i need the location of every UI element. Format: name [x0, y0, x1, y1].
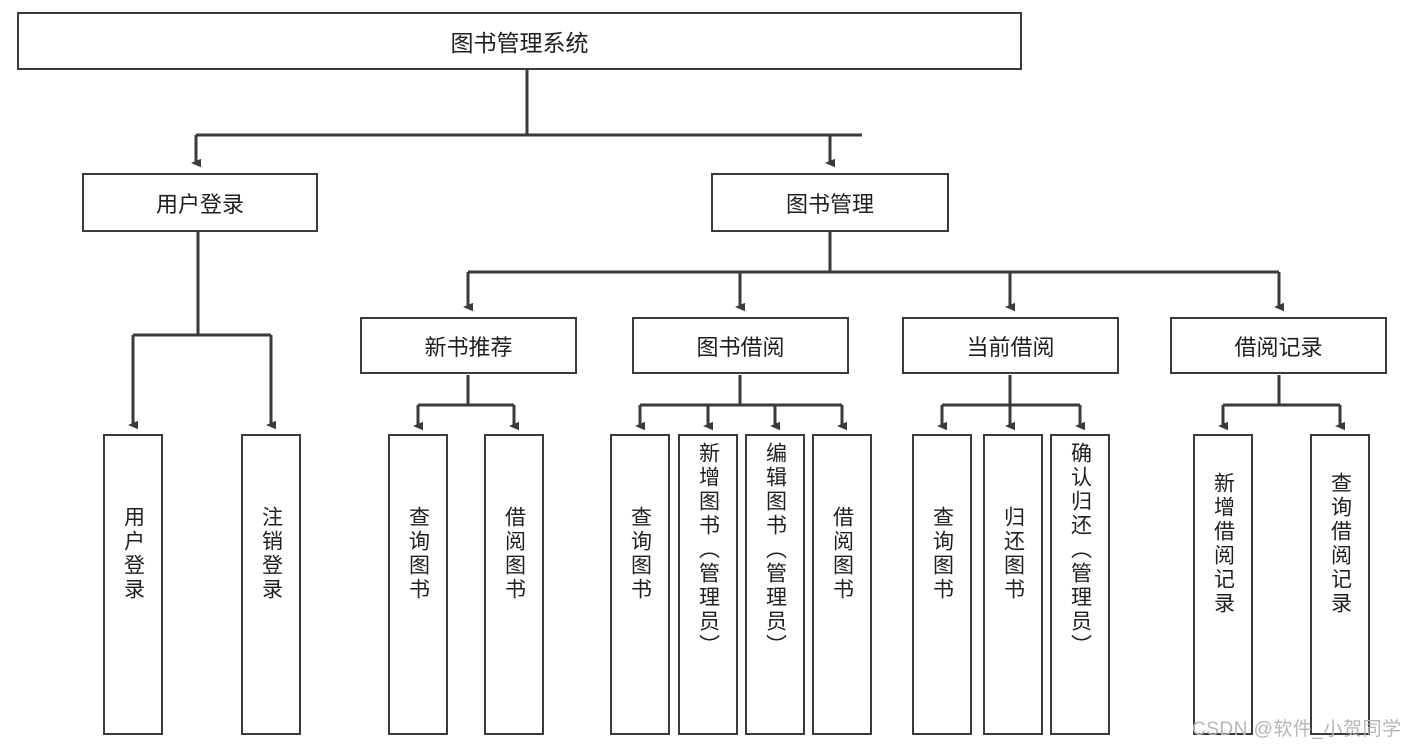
- node-label: 新增图书（管理员）: [696, 442, 720, 658]
- leaf-add-borrow-record[interactable]: 新增借阅记录: [1193, 434, 1253, 735]
- leaf-return-book[interactable]: 归还图书: [983, 434, 1043, 735]
- node-root-book-management-system[interactable]: 图书管理系统: [17, 12, 1022, 70]
- node-label: 编辑图书（管理员）: [763, 442, 787, 658]
- node-label: 当前借阅: [966, 334, 1055, 360]
- node-label: 用户登录: [155, 191, 244, 217]
- leaf-user-login[interactable]: 用户登录: [103, 434, 163, 735]
- node-label: 图书借阅: [696, 334, 785, 360]
- node-label: 查询图书: [930, 506, 954, 602]
- leaf-edit-book-admin[interactable]: 编辑图书（管理员）: [745, 434, 805, 735]
- leaf-logout-login[interactable]: 注销登录: [241, 434, 301, 735]
- node-label: 借阅记录: [1234, 334, 1323, 360]
- node-current-borrow[interactable]: 当前借阅: [902, 317, 1119, 374]
- node-label: 归还图书: [1001, 506, 1025, 602]
- node-label: 查询图书: [406, 506, 430, 602]
- node-label: 图书管理系统: [450, 30, 589, 56]
- leaf-query-borrow-record[interactable]: 查询借阅记录: [1310, 434, 1370, 735]
- node-label: 新增借阅记录: [1211, 472, 1235, 616]
- csdn-watermark: CSDN @软件_小贺同学: [1192, 719, 1402, 740]
- node-borrow-record[interactable]: 借阅记录: [1170, 317, 1387, 374]
- leaf-confirm-return-admin[interactable]: 确认归还（管理员）: [1050, 434, 1110, 735]
- node-label: 借阅图书: [502, 506, 526, 602]
- node-label: 借阅图书: [830, 506, 854, 602]
- node-label: 查询图书: [628, 506, 652, 602]
- leaf-add-book-admin[interactable]: 新增图书（管理员）: [678, 434, 738, 735]
- leaf-query-book-borrow[interactable]: 查询图书: [610, 434, 670, 735]
- node-label: 注销登录: [259, 506, 283, 602]
- leaf-query-book-recommend[interactable]: 查询图书: [388, 434, 448, 735]
- node-label: 图书管理: [785, 191, 874, 217]
- node-book-borrow[interactable]: 图书借阅: [632, 317, 849, 374]
- node-user-login[interactable]: 用户登录: [82, 173, 318, 232]
- leaf-borrow-book-recommend[interactable]: 借阅图书: [484, 434, 544, 735]
- node-label: 查询借阅记录: [1328, 472, 1352, 616]
- node-new-book-recommend[interactable]: 新书推荐: [360, 317, 577, 374]
- node-label: 新书推荐: [424, 334, 513, 360]
- node-label: 确认归还（管理员）: [1068, 442, 1092, 658]
- leaf-borrow-book[interactable]: 借阅图书: [812, 434, 872, 735]
- node-label: 用户登录: [121, 506, 145, 602]
- node-book-management[interactable]: 图书管理: [711, 173, 949, 232]
- leaf-query-book-current[interactable]: 查询图书: [912, 434, 972, 735]
